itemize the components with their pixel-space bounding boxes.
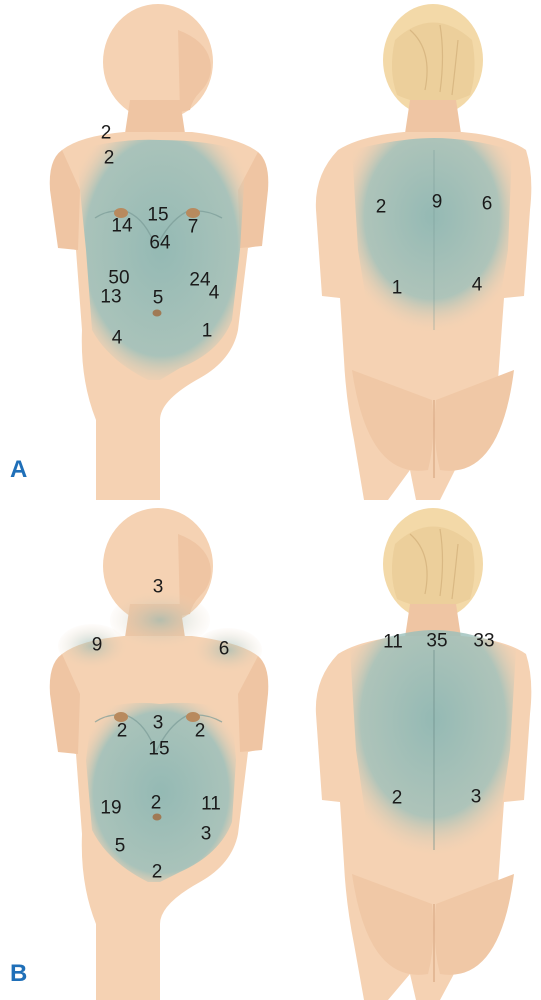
front-pain-value: 2 <box>104 149 115 168</box>
front-pain-value: 5 <box>153 289 164 308</box>
front-pain-value: 3 <box>153 578 164 597</box>
front-pain-value: 11 <box>201 795 221 814</box>
front-pain-value: 3 <box>201 825 212 844</box>
front-pain-value: 9 <box>92 636 103 655</box>
front-pain-value: 4 <box>112 329 123 348</box>
front-pain-value: 15 <box>148 740 169 759</box>
panel-letter-a: A <box>10 456 27 484</box>
back-pain-value: 11 <box>383 633 403 652</box>
front-pain-value: 15 <box>147 206 168 225</box>
front-pain-value: 2 <box>101 124 112 143</box>
front-pain-value: 19 <box>100 799 121 818</box>
back-pain-value: 2 <box>392 789 403 808</box>
back-body <box>316 4 531 500</box>
front-pain-value: 13 <box>100 288 121 307</box>
panel-b: B 3 9 6 2 3 2 15 19 2 11 5 3 2 11 35 33 … <box>0 500 541 1000</box>
front-pain-value: 2 <box>117 722 128 741</box>
front-pain-value: 24 <box>189 271 210 290</box>
front-pain-value: 1 <box>202 322 213 341</box>
panel-a: A 2 2 14 15 7 64 50 24 13 5 4 4 1 2 9 6 … <box>0 0 541 500</box>
back-pain-value: 9 <box>432 193 443 212</box>
front-pain-value: 2 <box>151 794 162 813</box>
front-pain-value: 64 <box>149 234 170 253</box>
back-pain-value: 3 <box>471 788 482 807</box>
front-pain-value: 4 <box>209 284 220 303</box>
front-pain-value: 7 <box>188 218 199 237</box>
front-pain-value: 5 <box>115 837 126 856</box>
back-pain-value: 1 <box>392 279 403 298</box>
back-pain-value: 2 <box>376 198 387 217</box>
front-pain-value: 50 <box>108 269 129 288</box>
panel-b-illustration <box>0 500 541 1000</box>
front-pain-value: 3 <box>153 714 164 733</box>
front-pain-value: 14 <box>111 217 132 236</box>
back-pain-value: 33 <box>473 632 494 651</box>
front-pain-value: 2 <box>152 863 163 882</box>
panel-letter-b: B <box>10 960 27 988</box>
back-pain-value: 4 <box>472 276 483 295</box>
front-pain-value: 6 <box>219 640 230 659</box>
back-body <box>316 508 531 1000</box>
panel-a-illustration <box>0 0 541 500</box>
back-pain-value: 6 <box>482 195 493 214</box>
back-pain-value: 35 <box>426 632 447 651</box>
front-pain-value: 2 <box>195 722 206 741</box>
